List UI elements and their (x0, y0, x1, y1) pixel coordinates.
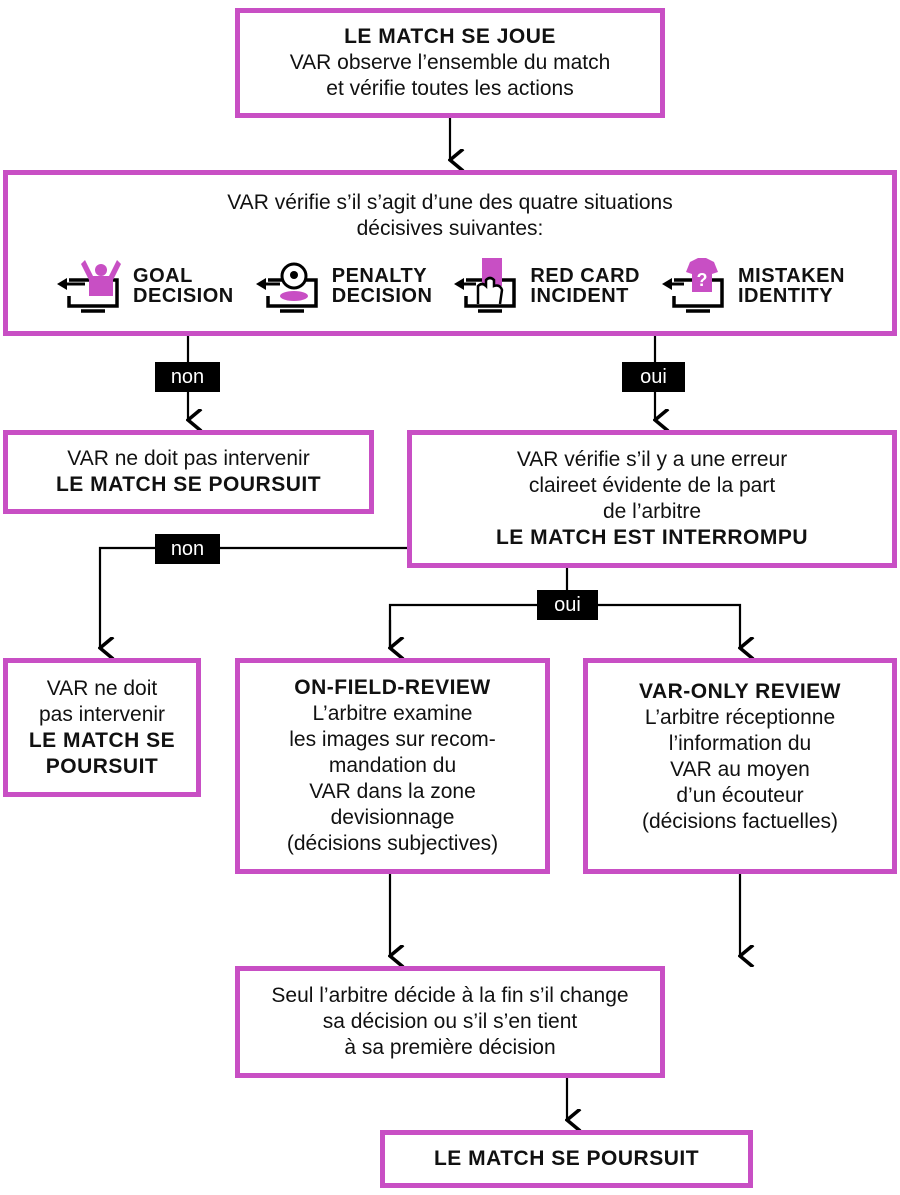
on-field-review-box: ON-FIELD-REVIEW L’arbitre examine les im… (235, 658, 550, 874)
box-text: Seul l’arbitre décide à la fin s’il chan… (271, 984, 629, 1007)
situation-label: GOAL (133, 265, 193, 287)
box-bold: POURSUIT (45, 754, 159, 778)
label-non: non (155, 534, 220, 564)
box-text: mandation du (328, 754, 457, 777)
box-text: VAR au moyen (670, 758, 810, 781)
start-box: LE MATCH SE JOUE VAR observe l’ensemble … (235, 8, 665, 118)
box-bold: LE MATCH SE (28, 728, 176, 752)
box-bold: LE MATCH SE POURSUIT (55, 473, 322, 496)
situation-label: INCIDENT (530, 285, 629, 307)
no-intervention-box: VAR ne doit pas intervenir LE MATCH SE P… (3, 430, 374, 514)
end-title: LE MATCH SE POURSUIT (433, 1147, 700, 1170)
box-text: (décisions factuelles) (641, 810, 839, 833)
box-text: de l’arbitre (602, 500, 702, 523)
svg-text:?: ? (696, 270, 707, 290)
box-text: d’un écouteur (676, 784, 804, 807)
box-text: les images sur recom- (289, 728, 496, 751)
start-title: LE MATCH SE JOUE (344, 25, 556, 48)
box-bold: LE MATCH EST INTERROMPU (495, 526, 809, 549)
red-card-icon (454, 258, 517, 313)
situation-label: IDENTITY (737, 285, 834, 307)
box-title: VAR-ONLY REVIEW (639, 680, 841, 703)
label-non: non (155, 362, 220, 392)
situation-label: MISTAKEN (737, 265, 845, 287)
end-box: LE MATCH SE POURSUIT (380, 1130, 753, 1188)
penalty-icon (255, 262, 318, 313)
label-oui: oui (622, 362, 685, 392)
situations-check-box: VAR vérifie s’il s’agit d’une des quatre… (3, 170, 897, 336)
label-oui: oui (537, 590, 598, 620)
final-decision-box: Seul l’arbitre décide à la fin s’il chan… (235, 966, 665, 1078)
situation-label: PENALTY (331, 265, 428, 287)
start-text: VAR observe l’ensemble du match (289, 51, 611, 74)
box-text: L’arbitre réceptionne (644, 706, 836, 729)
arrow-non-2 (100, 546, 407, 648)
goal-icon (57, 260, 122, 313)
box-text: VAR vérifie s’il y a une erreur (516, 448, 788, 471)
box-text: VAR ne doit pas intervenir (67, 447, 310, 470)
situation-label: RED CARD (530, 265, 640, 287)
box-text: devisionnage (330, 806, 455, 829)
start-text: et vérifie toutes les actions (326, 77, 574, 100)
box-text: VAR dans la zone (309, 780, 476, 803)
box-text: L’arbitre examine (312, 702, 473, 725)
box-text: claireet évidente de la part (528, 474, 776, 497)
mistaken-identity-icon: ? (661, 258, 724, 313)
box-text: sa décision ou s’il s’en tient (322, 1010, 578, 1033)
situation-label: DECISION (331, 285, 433, 307)
situation-label: DECISION (133, 285, 234, 307)
check-text: VAR vérifie s’il s’agit d’une des quatre… (227, 191, 673, 214)
box-text: pas intervenir (38, 702, 166, 726)
box-text: (décisions subjectives) (286, 832, 499, 855)
no-intervention-box-2: VAR ne doit pas intervenir LE MATCH SE P… (3, 658, 201, 797)
check-text: décisives suivantes: (356, 217, 544, 240)
box-text: l’information du (668, 732, 812, 755)
box-title: ON-FIELD-REVIEW (294, 676, 491, 699)
box-text: à sa première décision (344, 1036, 556, 1059)
error-check-box: VAR vérifie s’il y a une erreur claireet… (407, 430, 897, 568)
box-text: VAR ne doit (46, 676, 158, 700)
var-only-review-box: VAR-ONLY REVIEW L’arbitre réceptionne l’… (583, 658, 897, 874)
